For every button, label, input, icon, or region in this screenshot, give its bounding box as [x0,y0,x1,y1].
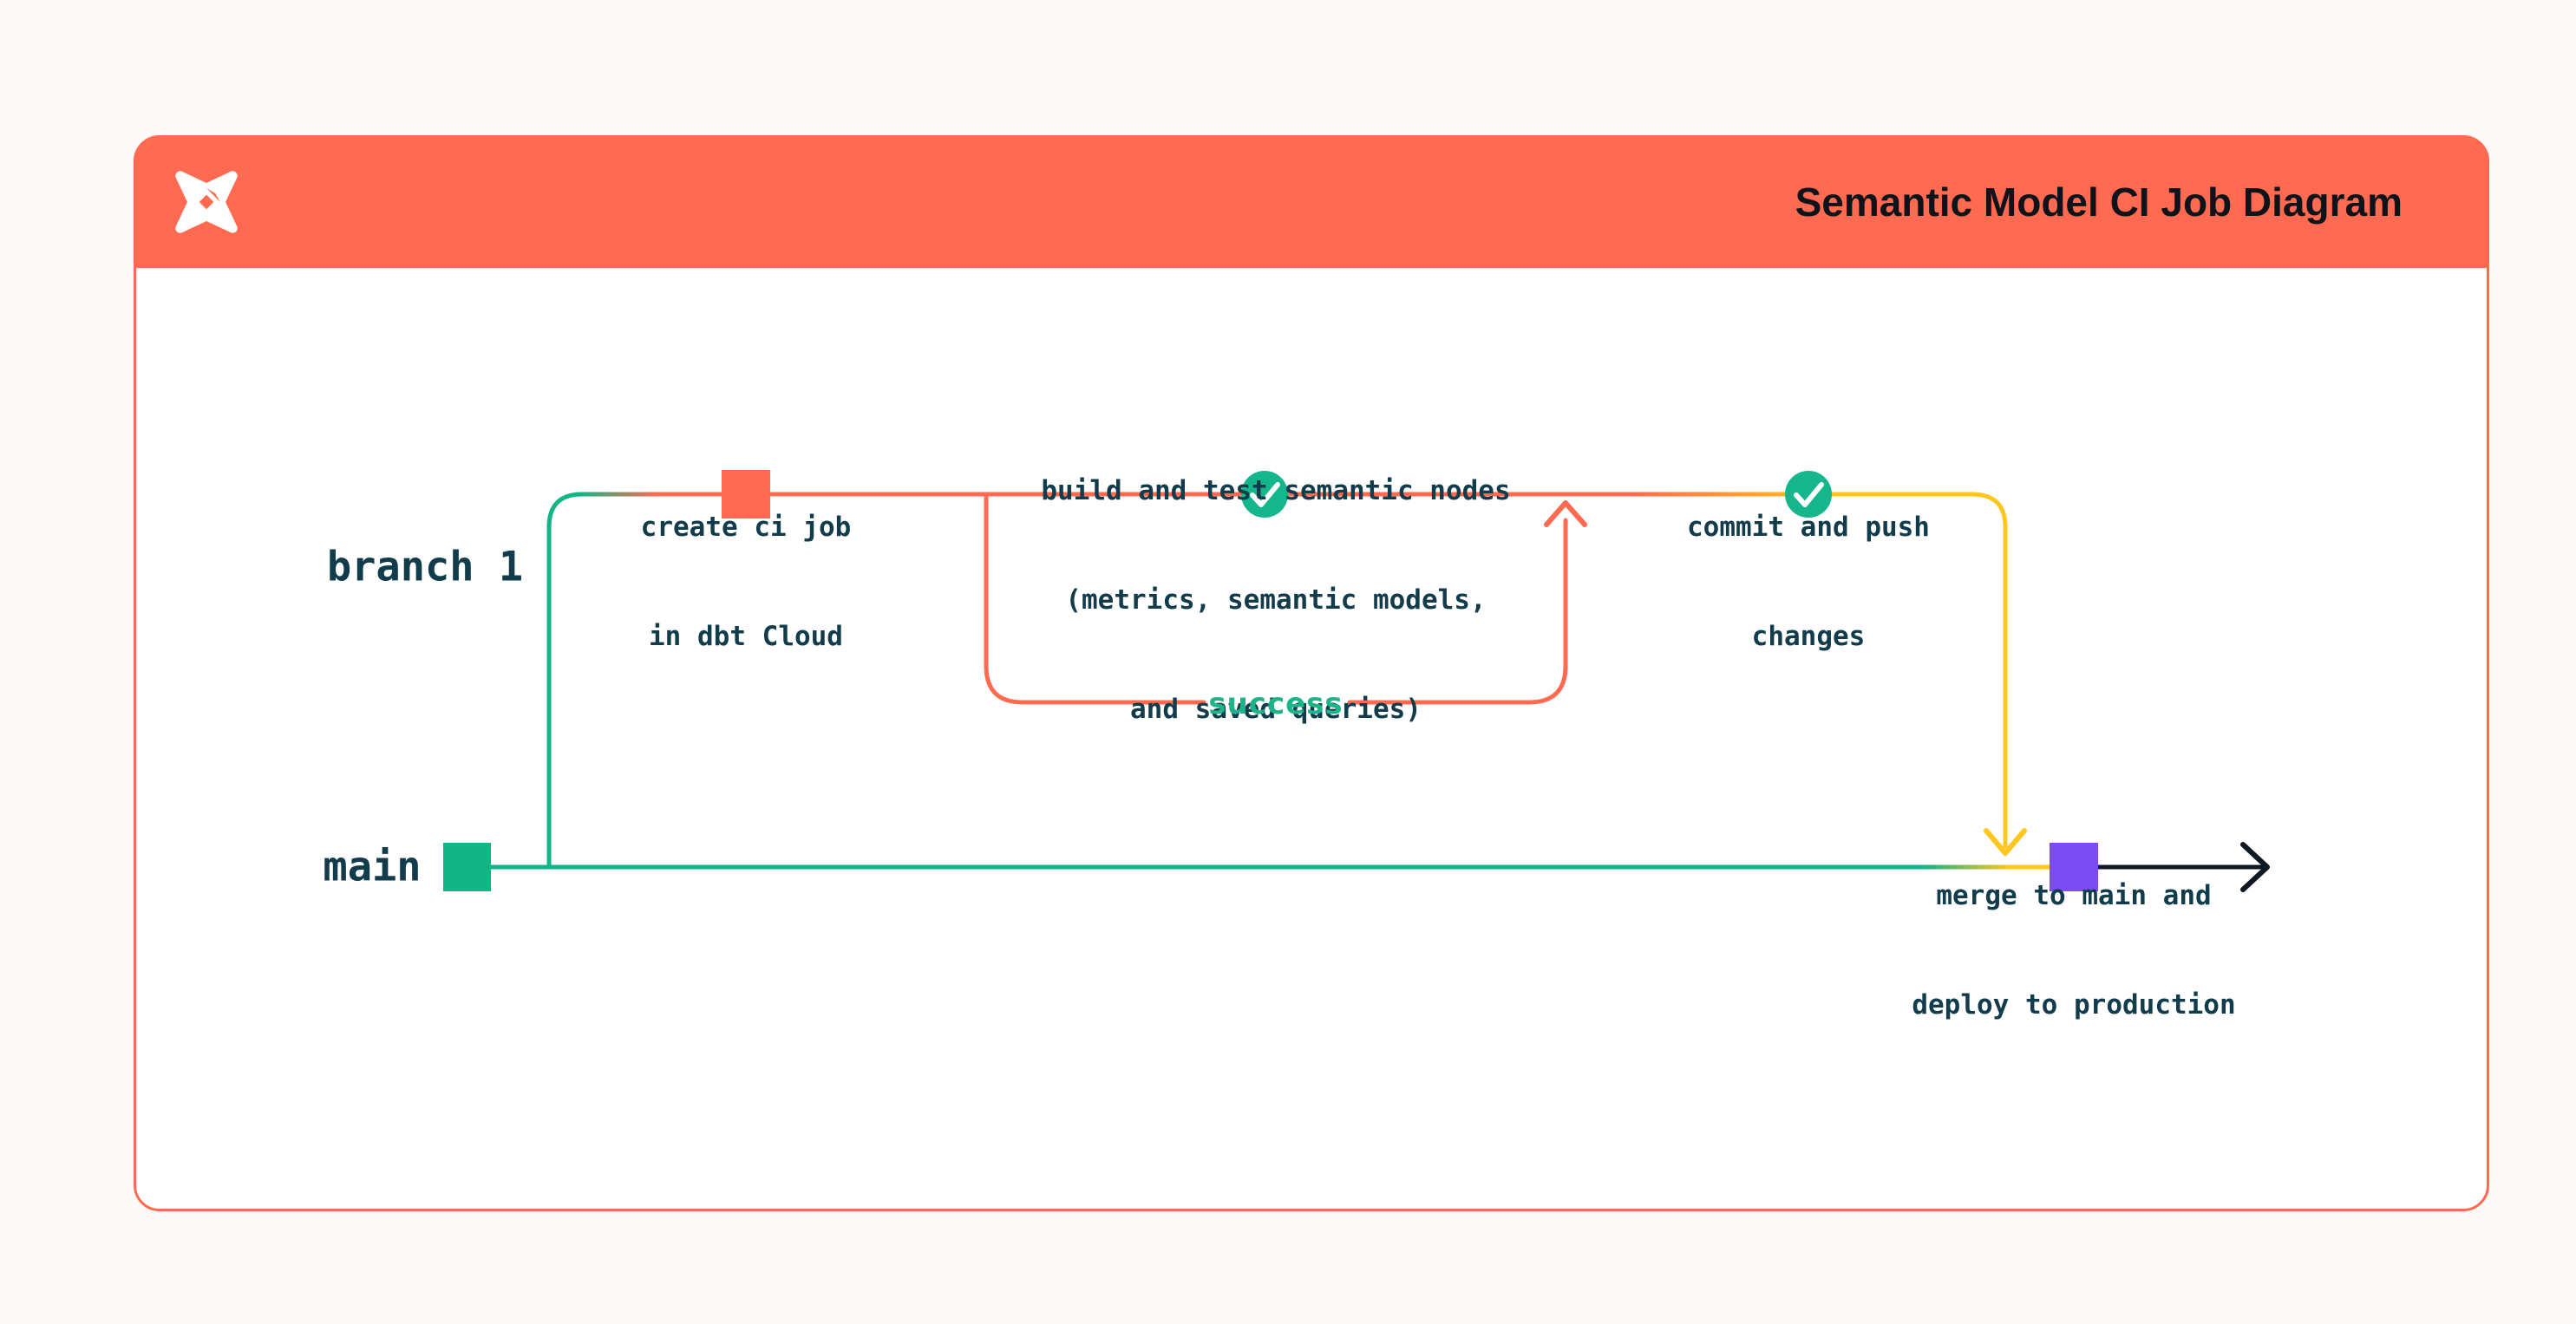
page-title: Semantic Model CI Job Diagram [1795,179,2403,225]
dbt-logo-icon [175,170,238,233]
create-ci-commit-square [722,470,770,519]
branch1-label: branch 1 [326,543,524,591]
merge-commit-square [2050,843,2098,891]
merge-deploy-label: merge to main and deploy to production [1912,880,2236,1021]
success-loop-arrowhead-icon [1544,500,1587,527]
build-test-check-icon [1241,471,1288,518]
commit-push-label: commit and push changes [1687,512,1930,652]
create-ci-job-label: create ci job in dbt Cloud [640,512,852,652]
main-label: main [323,843,422,891]
diagram-card: Semantic Model CI Job Diagram [134,135,2489,1211]
build-test-label: build and test semantic nodes (metrics, … [1041,475,1511,725]
main-commit-square [443,843,491,891]
success-label: success [1208,687,1344,721]
commit-push-check-icon [1785,471,1832,518]
card-header: Semantic Model CI Job Diagram [134,135,2489,268]
deploy-arrowhead-icon [2240,842,2270,892]
success-loop-left [984,493,1206,705]
merge-arrowhead-icon [1984,828,2027,856]
success-loop-right [1347,518,1568,705]
